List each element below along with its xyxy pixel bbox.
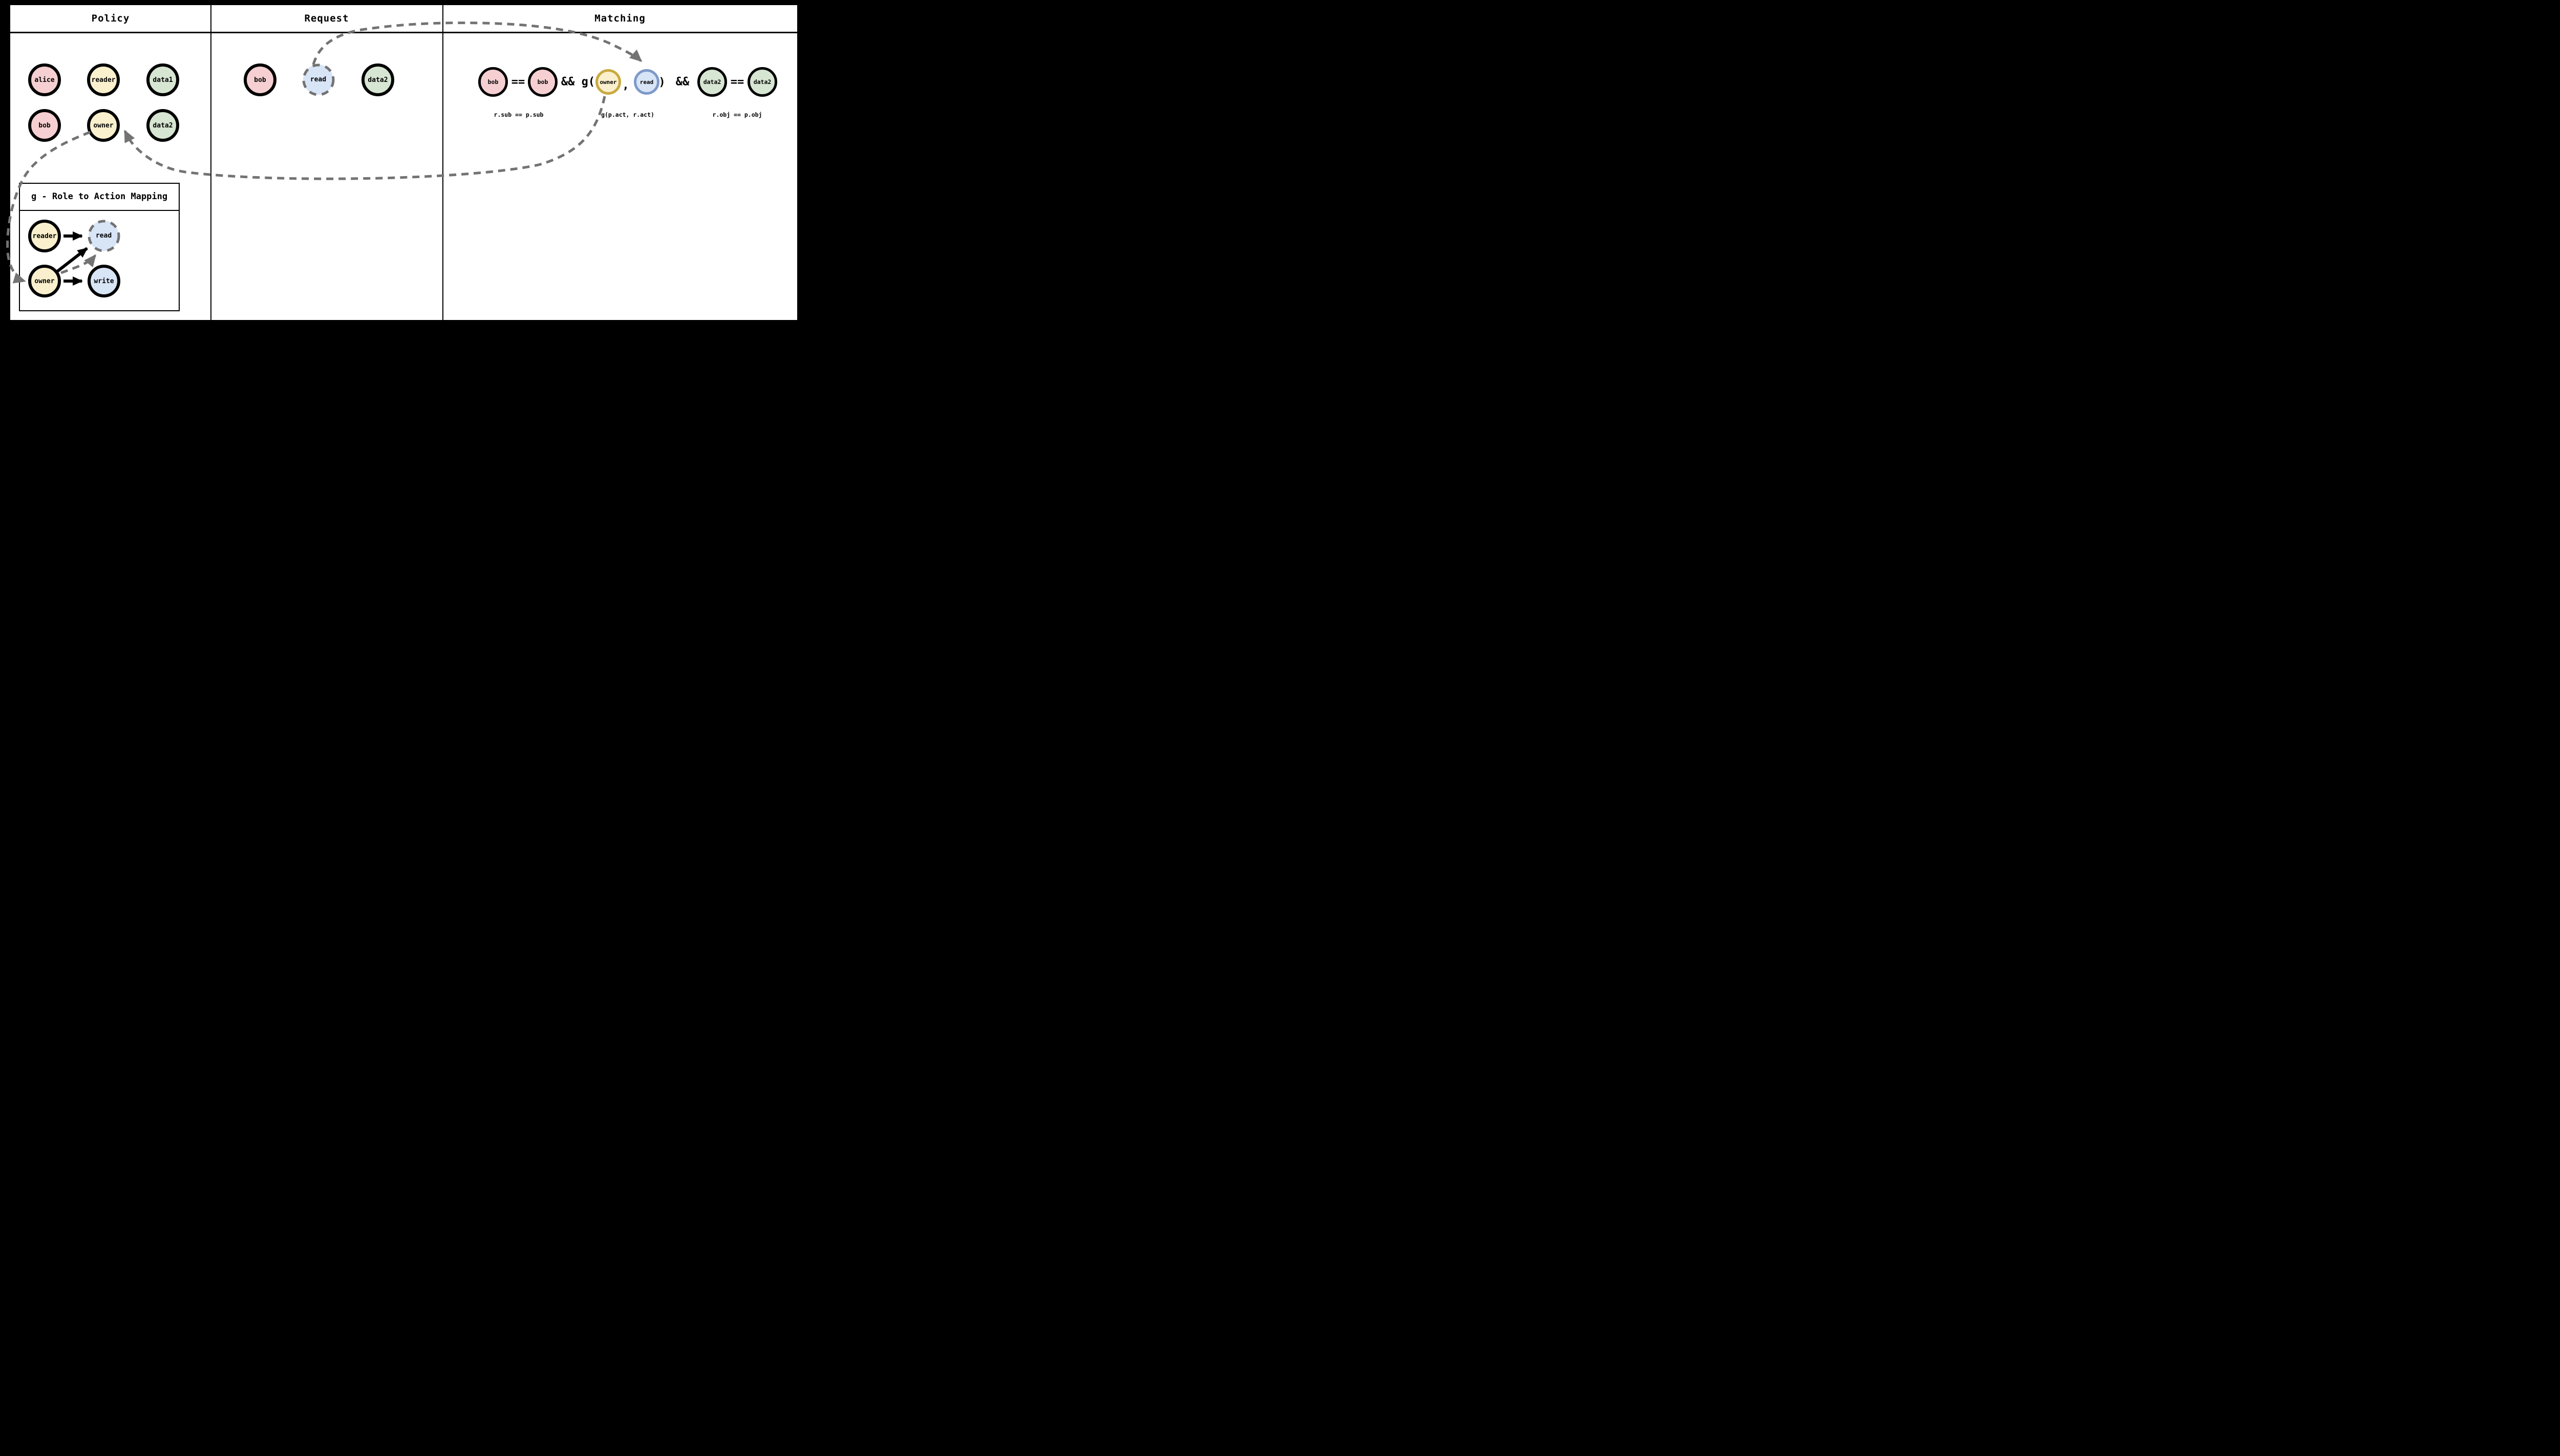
request-node-read: read — [303, 65, 333, 95]
matching-token-and-g: && g( — [561, 75, 595, 89]
matching-token-eq1: == — [511, 75, 525, 89]
request-node-bob: bob — [244, 63, 276, 96]
header-separator-line — [10, 32, 797, 33]
matching-node-bob-request: bob — [478, 67, 508, 97]
panel-title-policy: Policy — [91, 13, 130, 24]
policy-node-owner: owner — [87, 109, 120, 142]
matching-node-bob-policy: bob — [528, 67, 558, 97]
panel-divider-policy-request — [210, 5, 211, 320]
matching-token-close-paren: ) — [658, 76, 666, 89]
matching-label-sub: r.sub == p.sub — [494, 111, 544, 118]
panel-title-request: Request — [304, 13, 349, 24]
matching-label-act: g(p.act, r.act) — [601, 111, 654, 118]
matching-node-owner: owner — [595, 69, 621, 95]
g-mapping-title: g - Role to Action Mapping — [31, 191, 168, 202]
matching-node-read: read — [634, 69, 659, 95]
request-node-data2: data2 — [361, 63, 394, 96]
matching-token-comma: , — [622, 79, 629, 92]
g-node-reader: reader — [28, 220, 61, 252]
matching-node-data2-policy: data2 — [748, 67, 777, 97]
policy-node-bob: bob — [28, 109, 61, 142]
diagram-stage: Policy Request Matching alice reader dat… — [0, 0, 803, 326]
matching-token-eq2: == — [730, 75, 744, 89]
matching-label-obj: r.obj == p.obj — [712, 111, 762, 118]
g-mapping-title-separator — [19, 210, 180, 211]
g-node-write: write — [88, 265, 120, 297]
g-node-read: read — [89, 221, 119, 251]
policy-node-reader: reader — [87, 63, 120, 96]
policy-node-alice: alice — [28, 63, 61, 96]
panel-divider-request-matching — [442, 5, 443, 320]
panel-title-matching: Matching — [594, 13, 646, 24]
policy-node-data1: data1 — [146, 63, 179, 96]
matching-node-data2-request: data2 — [697, 67, 727, 97]
matching-token-and2: && — [675, 75, 690, 89]
policy-node-data2: data2 — [146, 109, 179, 142]
g-node-owner: owner — [28, 265, 61, 297]
